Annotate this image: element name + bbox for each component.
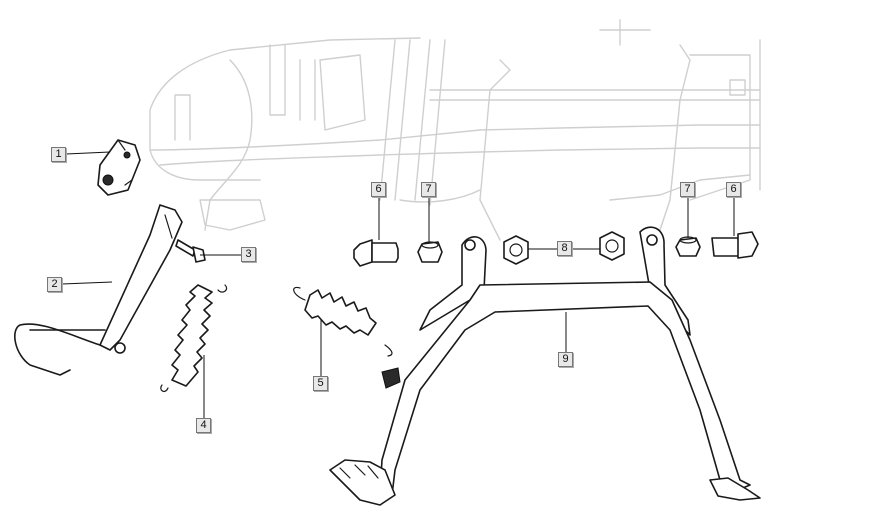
part-6-bolt-right <box>711 231 759 259</box>
part-6-bolt-left <box>353 239 399 267</box>
part-8-nut-left <box>503 235 529 265</box>
part-1-side-stand-switch <box>97 139 141 196</box>
part-7-bushing-left <box>417 241 443 263</box>
callout-3: 3 <box>241 247 256 262</box>
part-7-bushing-right <box>675 236 701 257</box>
callout-9: 9 <box>558 352 573 367</box>
leader-lines <box>61 151 735 418</box>
callout-4: 4 <box>196 418 211 433</box>
callout-7-right: 7 <box>680 182 695 197</box>
part-8-nut-right <box>599 231 625 261</box>
callout-5: 5 <box>313 376 328 391</box>
part-2-side-stand <box>14 204 183 376</box>
part-5-spring <box>293 286 393 357</box>
part-3-bolt <box>175 239 206 263</box>
frame-outline <box>149 19 761 241</box>
callout-6-right: 6 <box>726 182 741 197</box>
callout-6-left: 6 <box>371 182 386 197</box>
part-4-spring <box>160 284 228 393</box>
callout-2: 2 <box>47 277 62 292</box>
callout-7-left: 7 <box>421 182 436 197</box>
callout-1: 1 <box>51 147 66 162</box>
callout-8: 8 <box>557 241 572 256</box>
part-9-center-stand <box>329 226 761 506</box>
